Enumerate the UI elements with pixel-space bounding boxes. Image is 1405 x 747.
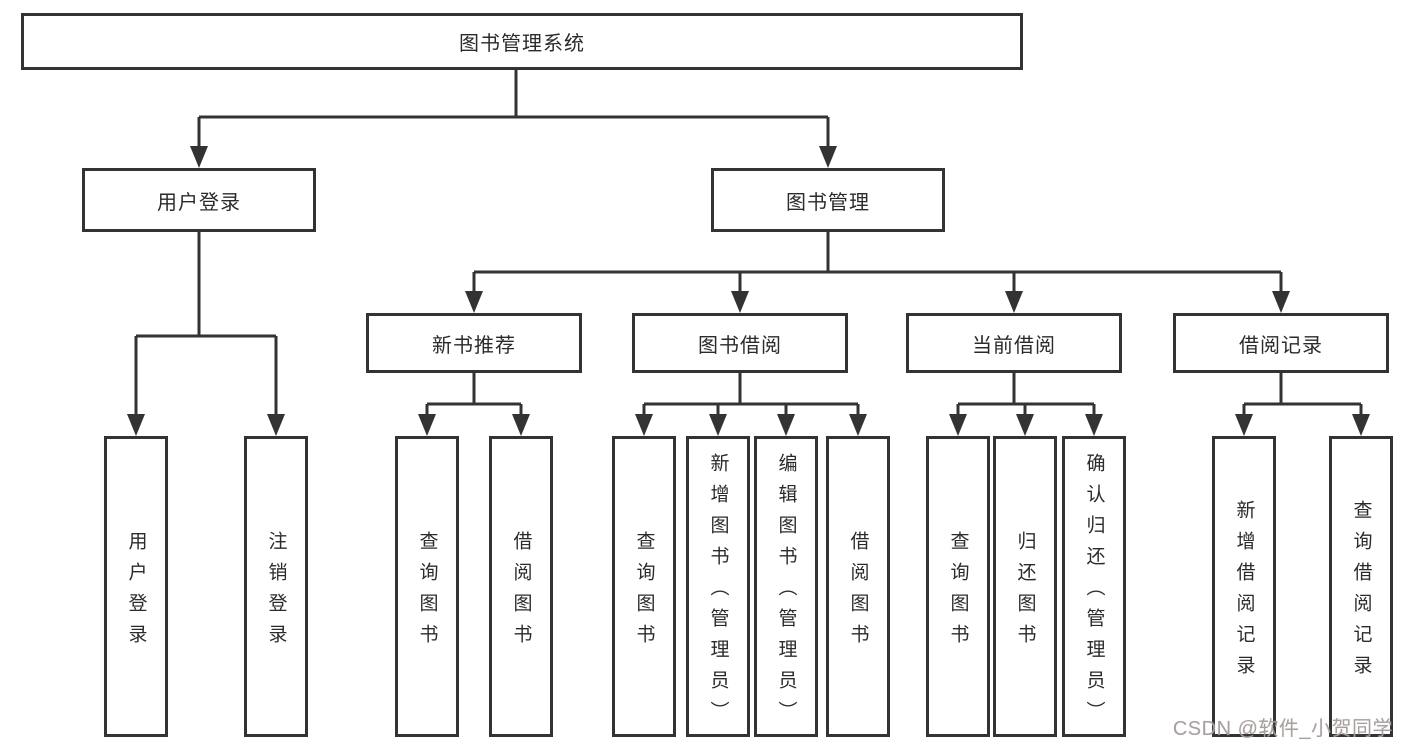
csdn-watermark: CSDN @软件_小贺同学: [1172, 718, 1393, 740]
node-user-login: 用户登录: [82, 168, 316, 232]
node-label: 图书管理: [786, 191, 870, 214]
leaf-query-book: 查询图书: [612, 436, 676, 737]
leaf-confirm-return-admin: 确认归还（管理员）: [1062, 436, 1126, 737]
node-label: 图书管理系统: [459, 33, 585, 55]
leaf-label: 查询图书: [633, 530, 655, 655]
node-label: 新书推荐: [432, 334, 516, 357]
leaf-label: 注销登录: [265, 530, 287, 655]
leaf-borrow-book: 借阅图书: [489, 436, 553, 737]
leaf-label: 借阅图书: [510, 530, 532, 655]
node-library-management-system: 图书管理系统: [21, 13, 1023, 70]
leaf-add-borrow-record: 新增借阅记录: [1212, 436, 1276, 737]
leaf-add-book-admin: 新增图书（管理员）: [686, 436, 750, 737]
leaf-label: 查询图书: [416, 530, 438, 655]
leaf-label: 借阅图书: [847, 530, 869, 655]
leaf-label: 新增借阅记录: [1233, 499, 1255, 686]
node-new-book-recommend: 新书推荐: [366, 313, 582, 373]
leaf-label: 查询借阅记录: [1350, 499, 1372, 686]
node-borrow-records: 借阅记录: [1173, 313, 1389, 373]
leaf-label: 用户登录: [125, 530, 147, 655]
leaf-label: 归还图书: [1014, 530, 1036, 655]
node-label: 用户登录: [157, 191, 241, 214]
leaf-user-login: 用户登录: [104, 436, 168, 737]
node-label: 借阅记录: [1239, 334, 1323, 357]
leaf-borrow-book: 借阅图书: [826, 436, 890, 737]
node-book-borrow: 图书借阅: [632, 313, 848, 373]
leaf-label: 确认归还（管理员）: [1083, 453, 1105, 732]
node-label: 图书借阅: [698, 334, 782, 357]
leaf-query-book: 查询图书: [926, 436, 990, 737]
node-book-management: 图书管理: [711, 168, 945, 232]
leaf-label: 新增图书（管理员）: [707, 453, 729, 732]
leaf-label: 查询图书: [947, 530, 969, 655]
leaf-edit-book-admin: 编辑图书（管理员）: [754, 436, 818, 737]
leaf-query-borrow-record: 查询借阅记录: [1329, 436, 1393, 737]
arrowhead-icons: [127, 146, 1370, 436]
node-current-borrow: 当前借阅: [906, 313, 1122, 373]
leaf-logout: 注销登录: [244, 436, 308, 737]
leaf-label: 编辑图书（管理员）: [775, 453, 797, 732]
leaf-query-book: 查询图书: [395, 436, 459, 737]
leaf-return-book: 归还图书: [993, 436, 1057, 737]
node-label: 当前借阅: [972, 334, 1056, 357]
